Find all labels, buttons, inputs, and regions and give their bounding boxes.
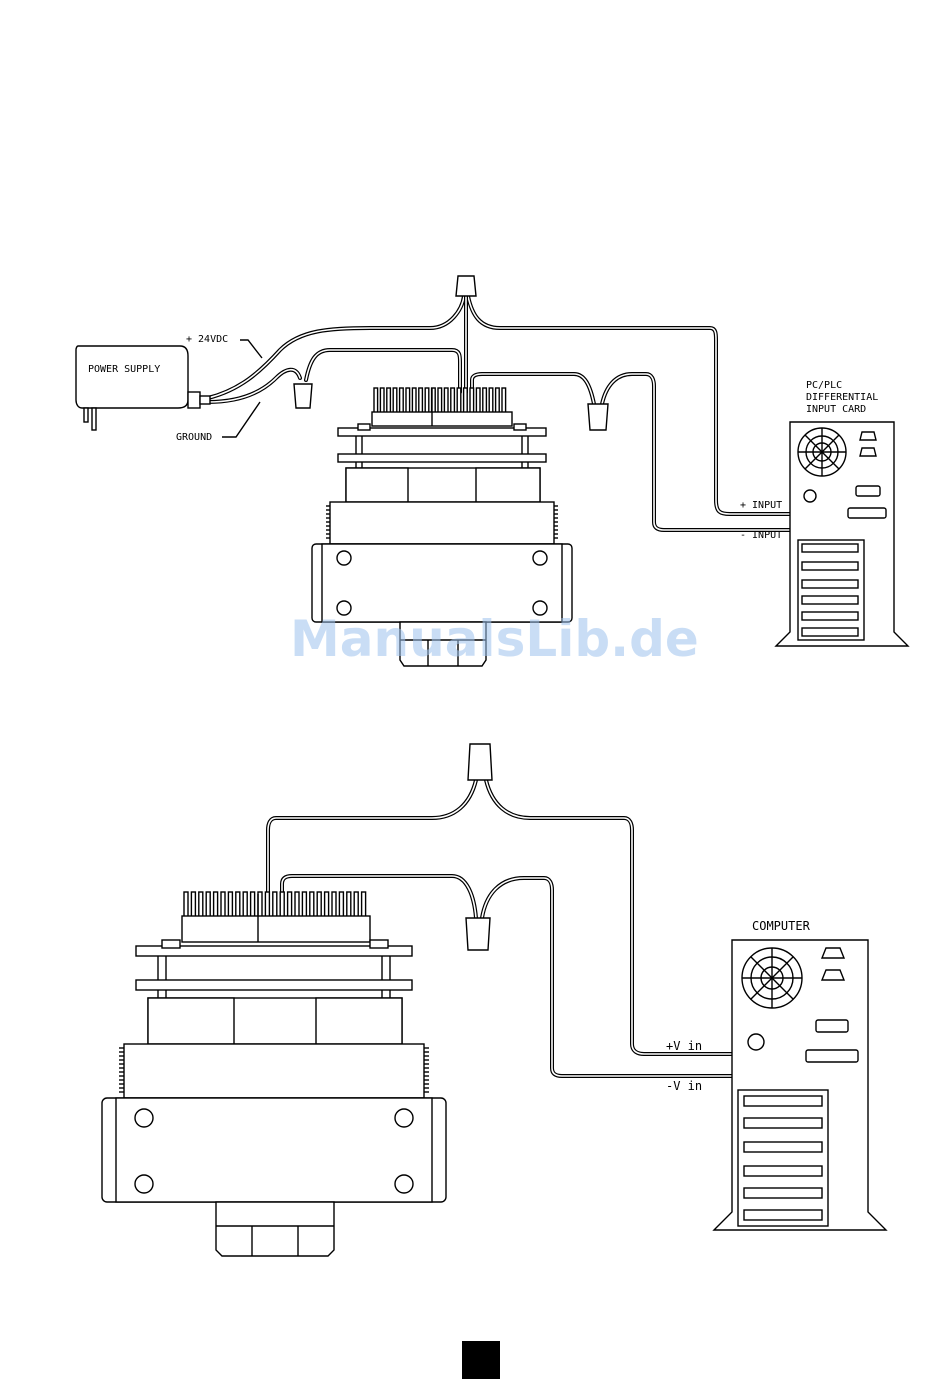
fan-icon	[798, 428, 846, 476]
minus-input-label: - INPUT	[740, 530, 782, 541]
plus-input-label: + INPUT	[740, 500, 782, 511]
wire-nut-left	[294, 384, 312, 408]
heatsink-fin	[412, 388, 416, 414]
heatsink-fin	[451, 388, 455, 414]
plus-24vdc-callout: + 24VDC	[186, 334, 262, 358]
heatsink-fin	[374, 388, 378, 414]
thread-ticks-left-2	[119, 1048, 124, 1092]
plus-v-in-label: +V in	[666, 1039, 702, 1053]
heatsink-fin	[221, 892, 225, 918]
heatsink-fin	[199, 892, 203, 918]
heatsink-fin	[206, 892, 210, 918]
heatsink-fin	[317, 892, 321, 918]
heatsink-fin	[339, 892, 343, 918]
heatsink-fin	[380, 388, 384, 414]
heatsink-fin	[214, 892, 218, 918]
heatsink-fin	[425, 388, 429, 414]
heatsink-fin	[332, 892, 336, 918]
power-supply: POWER SUPPLY	[76, 346, 210, 430]
serial-port-icon	[816, 1020, 848, 1032]
top-figure: POWER SUPPLY + 24VDC GROUND	[76, 276, 908, 666]
power-supply-label: POWER SUPPLY	[88, 364, 160, 375]
heatsink-fin	[295, 892, 299, 918]
heatsink-fin	[354, 892, 358, 918]
ground-label: GROUND	[176, 432, 212, 443]
heatsink-fin	[489, 388, 493, 414]
heatsink-fin	[476, 388, 480, 414]
input-card-label-line1: PC/PLC	[806, 380, 842, 391]
computer-label: COMPUTER	[752, 919, 811, 933]
parallel-port-icon	[806, 1050, 858, 1062]
heatsink-fin	[325, 892, 329, 918]
heatsink-fin	[464, 388, 468, 414]
heatsink-fin	[387, 388, 391, 414]
heatsink-fins	[374, 388, 506, 414]
heatsink-fin	[280, 892, 284, 918]
heatsink-fin	[288, 892, 292, 918]
heatsink-fin	[483, 388, 487, 414]
heatsink-fin	[302, 892, 306, 918]
parallel-port-icon	[848, 508, 886, 518]
heatsink-fin	[243, 892, 247, 918]
power-button-icon	[804, 490, 816, 502]
heatsink-fin	[184, 892, 188, 918]
heatsink-fin	[470, 388, 474, 414]
heatsink-fin	[273, 892, 277, 918]
heatsink-fins-2	[184, 892, 366, 918]
heatsink-fin	[438, 388, 442, 414]
sensor-assembly-bottom	[102, 892, 446, 1256]
heatsink-fin	[191, 892, 195, 918]
wire-nut-top-2	[468, 744, 492, 780]
bottom-figure: COMPUTER +V in	[102, 744, 886, 1256]
power-button-icon	[748, 1034, 764, 1050]
wire-nut-top	[456, 276, 476, 296]
watermark: ManualsLib.de	[290, 610, 699, 668]
heatsink-fin	[251, 892, 255, 918]
wire-nut-right	[588, 404, 608, 430]
plus-24vdc-label: + 24VDC	[186, 334, 228, 345]
heatsink-fin	[236, 892, 240, 918]
heatsink-fin	[362, 892, 366, 918]
heatsink-fin	[393, 388, 397, 414]
thread-ticks-right-2	[424, 1048, 429, 1092]
heatsink-fin	[419, 388, 423, 414]
page-marker	[462, 1341, 500, 1379]
heatsink-fin	[502, 388, 506, 414]
minus-v-in-label: -V in	[666, 1079, 702, 1093]
heatsink-fin	[228, 892, 232, 918]
input-card-label-line2: DIFFERENTIAL	[806, 392, 878, 403]
heatsink-fin	[347, 892, 351, 918]
heatsink-fin	[496, 388, 500, 414]
heatsink-fin	[400, 388, 404, 414]
input-card-label-line3: INPUT CARD	[806, 404, 866, 415]
heatsink-fin	[457, 388, 461, 414]
heatsink-fin	[310, 892, 314, 918]
fan-icon	[742, 948, 802, 1008]
heatsink-fin	[265, 892, 269, 918]
heatsink-fin	[444, 388, 448, 414]
wire-nut-lower-2	[466, 918, 490, 950]
heatsink-fin	[406, 388, 410, 414]
serial-port-icon	[856, 486, 880, 496]
